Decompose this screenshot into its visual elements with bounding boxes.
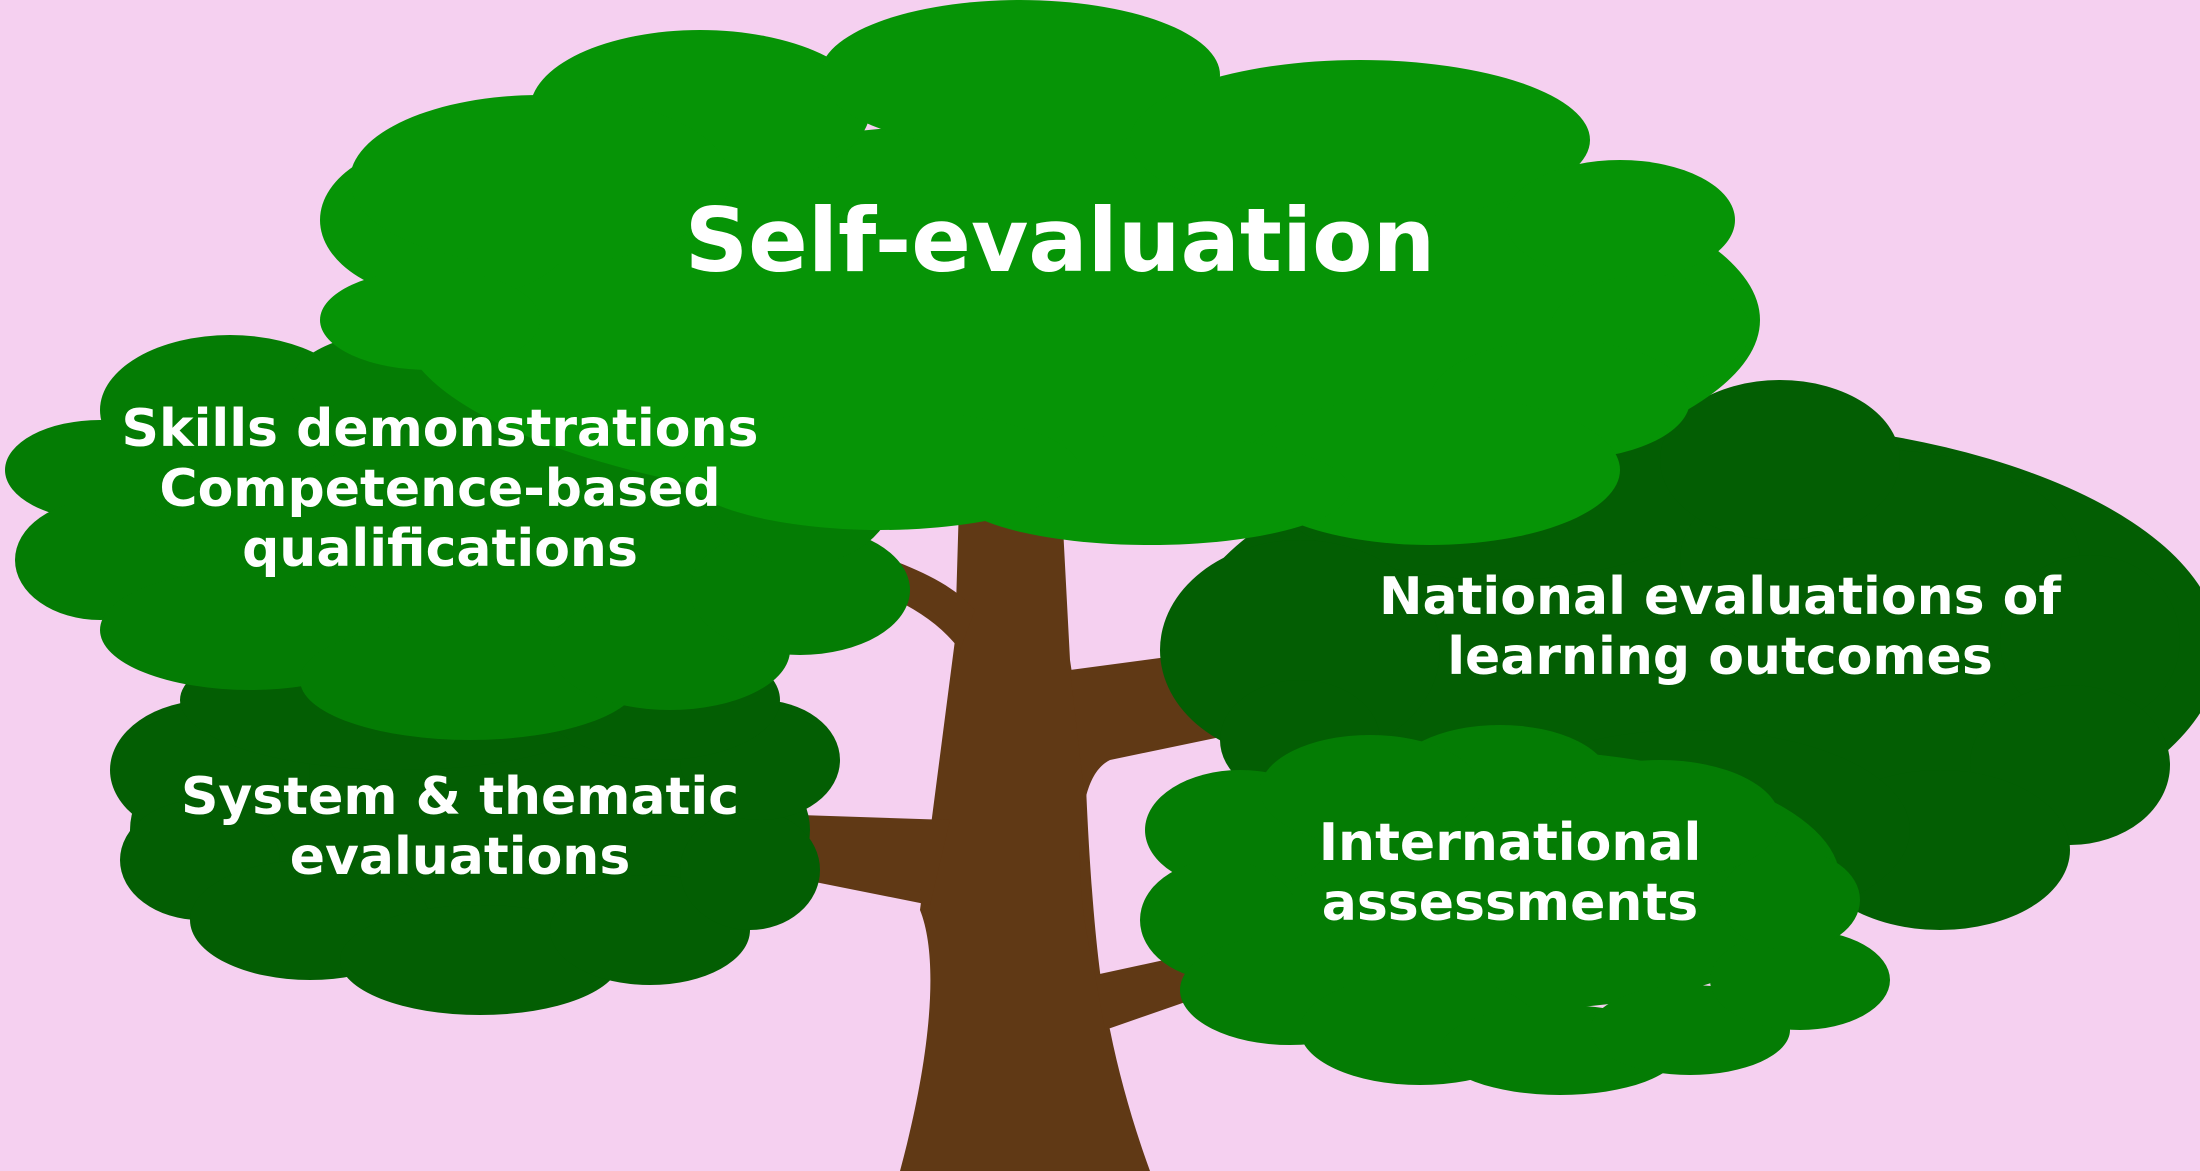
national-line-2: learning outcomes — [1447, 626, 1993, 687]
system-line-1: System & thematic — [180, 767, 740, 827]
cloud-international-assessments — [1140, 725, 1890, 1095]
international-assessments-label: International assessments — [1240, 813, 1780, 934]
skills-line-1: Skills demonstrations — [121, 399, 759, 459]
skills-line-2: Competence-based — [159, 458, 721, 519]
national-evaluations-label: National evaluations of learning outcome… — [1340, 567, 2100, 688]
system-line-2: evaluations — [289, 826, 631, 887]
skills-demonstrations-label: Skills demonstrations Competence-based q… — [120, 399, 760, 579]
self-evaluation-label: Self-evaluation — [620, 190, 1500, 291]
international-line-1: International — [1318, 813, 1702, 873]
skills-line-3: qualifications — [242, 518, 638, 579]
national-line-1: National evaluations of — [1378, 567, 2062, 627]
cloud-self-evaluation — [320, 0, 1760, 545]
system-thematic-label: System & thematic evaluations — [160, 767, 760, 888]
international-line-2: assessments — [1321, 872, 1699, 933]
self-evaluation-text: Self-evaluation — [684, 189, 1436, 292]
